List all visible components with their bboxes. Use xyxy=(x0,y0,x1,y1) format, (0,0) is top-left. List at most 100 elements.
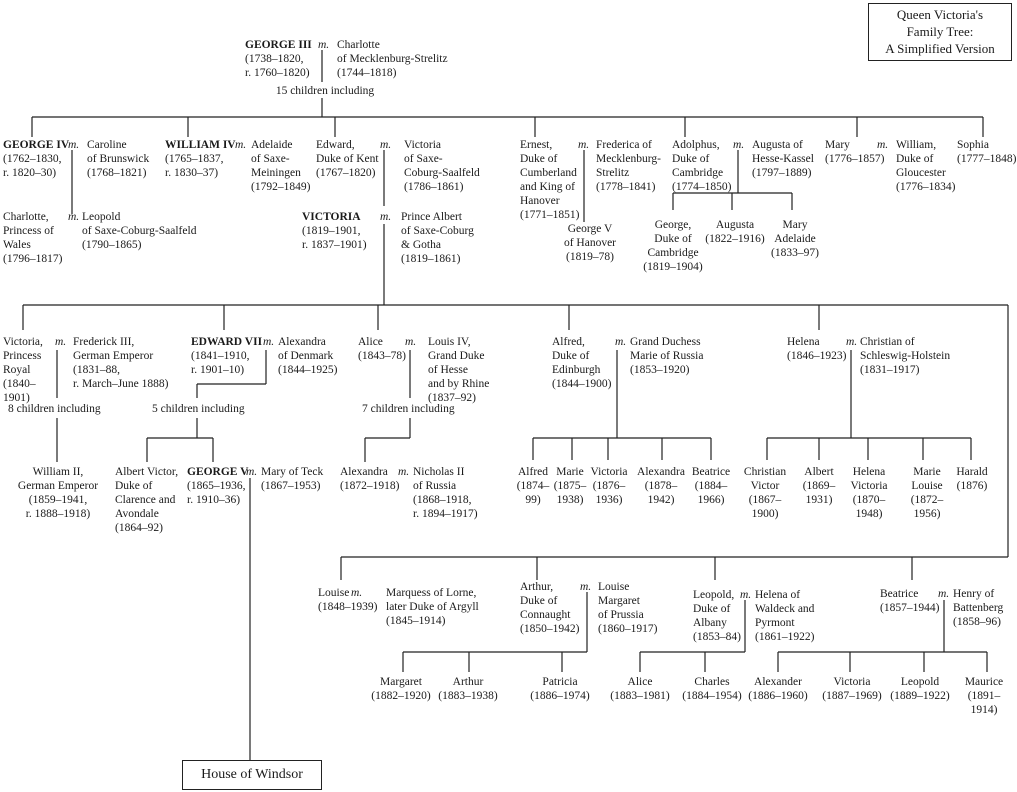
person-text: Alice (1883–1981) xyxy=(610,676,670,702)
person-augusta-c: Augusta (1822–1916) xyxy=(705,218,764,246)
count-alice: 7 children including xyxy=(362,403,455,415)
person-h-harald: Harald (1876) xyxy=(956,465,987,493)
person-text: Leopold of Saxe-Coburg-Saalfeld (1790–18… xyxy=(82,211,197,251)
marriage-mark: m. xyxy=(380,211,392,223)
person-mary: Mary (1776–1857) xyxy=(825,138,884,166)
person-alice: Alice (1843–78) xyxy=(358,335,406,363)
house-of-windsor-box: House of Windsor xyxy=(182,760,322,790)
person-text: Charlotte, Princess of Wales (1796–1817) xyxy=(3,211,63,265)
person-e7: EDWARD VII(1841–1910, r. 1901–10) xyxy=(191,335,262,377)
person-w2: William II, German Emperor (1859–1941, r… xyxy=(18,465,98,521)
person-charlotte: Charlotte of Mecklenburg-Strelitz (1744–… xyxy=(337,38,448,80)
person-text: Helena of Waldeck and Pyrmont (1861–1922… xyxy=(755,589,815,643)
monarch-name: GEORGE III xyxy=(245,39,312,51)
person-g3: GEORGE III (1738–1820, r. 1760–1820) xyxy=(245,38,312,80)
person-text: Charles (1884–1954) xyxy=(682,676,742,702)
person-text: William, Duke of Gloucester (1776–1834) xyxy=(896,139,956,193)
person-beatrice: Beatrice (1857–1944) xyxy=(880,587,939,615)
marriage-mark: m. xyxy=(263,336,275,348)
person-text: (1765–1837, r. 1830–37) xyxy=(165,153,224,179)
monarch-name: GEORGE V xyxy=(187,466,249,478)
person-text: Victoria, Princess Royal (1840– 1901) xyxy=(3,336,43,404)
person-text: George, Duke of Cambridge (1819–1904) xyxy=(643,219,703,273)
person-frederica: Frederica of Mecklenburg- Strelitz (1778… xyxy=(596,138,661,194)
person-h-marie: Marie Louise (1872– 1956) xyxy=(911,465,944,521)
marriage-mark: m. xyxy=(405,336,417,348)
person-text: Leopold (1889–1922) xyxy=(890,676,950,702)
person-lorne: Marquess of Lorne, later Duke of Argyll … xyxy=(386,586,479,628)
person-caroline: Caroline of Brunswick (1768–1821) xyxy=(87,138,149,180)
person-adelaide: Adelaide of Saxe- Meiningen (1792–1849) xyxy=(251,138,310,194)
person-text: Harald (1876) xyxy=(956,466,988,492)
person-text: Margaret (1882–1920) xyxy=(371,676,431,702)
person-text: Ernest, Duke of Cumberland and King of H… xyxy=(520,139,580,221)
marriage-mark: m. xyxy=(55,336,67,348)
person-text: Helena (1846–1923) xyxy=(787,336,847,362)
person-g5h: George V of Hanover (1819–78) xyxy=(564,222,616,264)
person-text: Alexander (1886–1960) xyxy=(748,676,808,702)
person-alfred: Alfred, Duke of Edinburgh (1844–1900) xyxy=(552,335,611,391)
person-george-c: George, Duke of Cambridge (1819–1904) xyxy=(643,218,702,274)
person-albert: Prince Albert of Saxe-Coburg & Gotha (18… xyxy=(401,210,474,266)
person-e-alfred: Alfred (1874– 99) xyxy=(517,465,550,507)
marriage-mark: m. xyxy=(380,139,392,151)
person-vsc: Victoria of Saxe- Coburg-Saalfeld (1786–… xyxy=(404,138,480,194)
monarch-name: WILLIAM IV xyxy=(165,139,236,151)
person-text: Alexandra of Denmark (1844–1925) xyxy=(278,336,338,376)
person-vpr: Victoria, Princess Royal (1840– 1901) xyxy=(3,335,43,405)
person-text: (1738–1820, r. 1760–1820) xyxy=(245,53,310,79)
person-text: George V of Hanover (1819–78) xyxy=(563,223,617,263)
person-text: Beatrice (1857–1944) xyxy=(880,588,940,614)
person-alexandra-h: Alexandra (1872–1918) xyxy=(340,465,399,493)
person-g5: GEORGE V(1865–1936, r. 1910–36) xyxy=(187,465,248,507)
person-text: (1762–1830, r. 1820–30) xyxy=(3,153,62,179)
count-edward-vii: 5 children including xyxy=(152,403,245,415)
person-text: Caroline of Brunswick (1768–1821) xyxy=(87,139,150,179)
count-victoria-pr: 8 children including xyxy=(8,403,101,415)
person-b-leopold: Leopold (1889–1922) xyxy=(890,675,949,703)
person-text: Alexandra (1878– 1942) xyxy=(637,466,685,506)
person-text: Henry of Battenberg (1858–96) xyxy=(953,588,1004,628)
person-ernest: Ernest, Duke of Cumberland and King of H… xyxy=(520,138,579,222)
person-text: Augusta (1822–1916) xyxy=(705,219,765,245)
person-e-marie: Marie (1875– 1938) xyxy=(554,465,587,507)
marriage-mark: m. xyxy=(351,587,363,599)
person-mary-teck: Mary of Teck (1867–1953) xyxy=(261,465,323,493)
person-text: Alice (1843–78) xyxy=(358,336,406,362)
person-marie-r: Grand Duchess Marie of Russia (1853–1920… xyxy=(630,335,703,377)
person-william-g: William, Duke of Gloucester (1776–1834) xyxy=(896,138,955,194)
marriage-mark: m. xyxy=(846,336,858,348)
person-arthur: Arthur, Duke of Connaught (1850–1942) xyxy=(520,580,579,636)
monarch-name: VICTORIA xyxy=(302,211,361,223)
person-sophia: Sophia (1777–1848) xyxy=(957,138,1016,166)
count-george-iii: 15 children including xyxy=(275,85,375,97)
person-louise: Louise (1848–1939) xyxy=(318,586,377,614)
person-l-alice: Alice (1883–1981) xyxy=(610,675,669,703)
marriage-mark: m. xyxy=(578,139,590,151)
person-text: Marquess of Lorne, later Duke of Argyll … xyxy=(386,587,479,627)
person-b-alexander: Alexander (1886–1960) xyxy=(748,675,807,703)
person-christian: Christian of Schleswig-Holstein (1831–19… xyxy=(860,335,950,377)
person-louise-m: Louise Margaret of Prussia (1860–1917) xyxy=(598,580,657,636)
marriage-mark: m. xyxy=(615,336,627,348)
marriage-mark: m. xyxy=(740,589,752,601)
person-edward: Edward, Duke of Kent (1767–1820) xyxy=(316,138,379,180)
person-text: Helena Victoria (1870– 1948) xyxy=(850,466,888,520)
person-e-alexandra: Alexandra (1878– 1942) xyxy=(637,465,685,507)
person-adolphus: Adolphus, Duke of Cambridge (1774–1850) xyxy=(672,138,731,194)
person-text: Marie Louise (1872– 1956) xyxy=(910,466,944,520)
marriage-mark: m. xyxy=(580,581,592,593)
person-louis4: Louis IV, Grand Duke of Hesse and by Rhi… xyxy=(428,335,489,405)
person-text: Frederica of Mecklenburg- Strelitz (1778… xyxy=(596,139,661,193)
marriage-mark: m. xyxy=(733,139,745,151)
person-text: Alfred, Duke of Edinburgh (1844–1900) xyxy=(552,336,612,390)
person-text: Augusta of Hesse-Kassel (1797–1889) xyxy=(752,139,814,179)
person-text: Mary of Teck (1867–1953) xyxy=(261,466,324,492)
person-text: Albert (1869– 1931) xyxy=(802,466,836,506)
monarch-name: EDWARD VII xyxy=(191,336,263,348)
person-h-helena: Helena Victoria (1870– 1948) xyxy=(851,465,888,521)
person-text: Edward, Duke of Kent (1767–1820) xyxy=(316,139,379,179)
person-alexandra-d: Alexandra of Denmark (1844–1925) xyxy=(278,335,337,377)
person-e-beatrice: Beatrice (1884– 1966) xyxy=(692,465,730,507)
